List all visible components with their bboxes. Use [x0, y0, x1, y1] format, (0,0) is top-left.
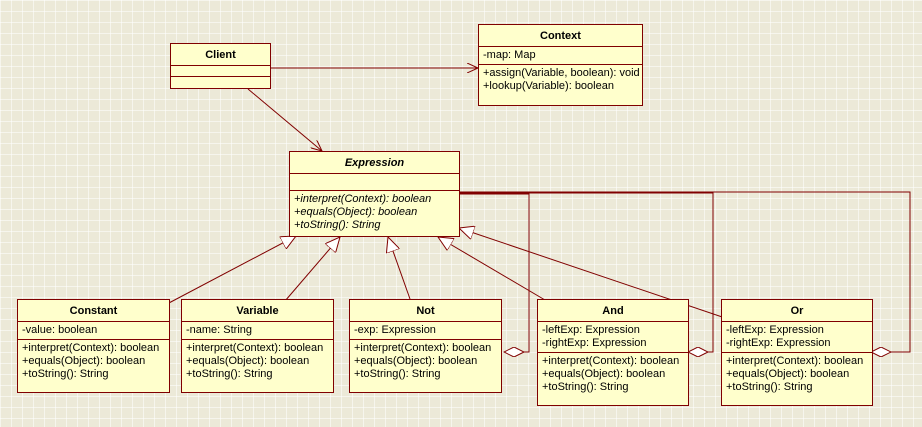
operation: +equals(Object): boolean [186, 355, 310, 367]
operation: +interpret(Context): boolean [726, 355, 864, 367]
operations-section: +interpret(Context): boolean +equals(Obj… [290, 191, 459, 234]
class-or[interactable]: Or -leftExp: Expression -rightExp: Expre… [721, 299, 873, 406]
class-expression[interactable]: Expression +interpret(Context): boolean … [289, 151, 460, 237]
class-name: Context [479, 25, 642, 47]
attribute: -map: Map [483, 49, 536, 61]
attributes-section: -value: boolean [18, 322, 169, 340]
operation: +toString(): String [294, 219, 381, 231]
operation: +toString(): String [186, 368, 273, 380]
generalization-or-expression [459, 228, 738, 323]
attribute: -rightExp: Expression [726, 337, 831, 349]
attribute: -name: String [186, 324, 253, 336]
generalization-not-expression [388, 237, 411, 300]
class-name: Client [171, 44, 270, 66]
operation: +equals(Object): boolean [726, 368, 850, 380]
generalization-variable-expression [284, 237, 340, 302]
operations-section: +interpret(Context): boolean +equals(Obj… [18, 340, 169, 383]
attributes-section [290, 174, 459, 191]
class-client[interactable]: Client [170, 43, 271, 89]
operations-section: +interpret(Context): boolean +equals(Obj… [182, 340, 333, 383]
attribute: -leftExp: Expression [542, 324, 640, 336]
class-name: Not [350, 300, 501, 322]
operation: +toString(): String [354, 368, 441, 380]
operation: +equals(Object): boolean [22, 355, 146, 367]
attribute: -rightExp: Expression [542, 337, 647, 349]
attributes-section [171, 66, 270, 77]
generalization-and-expression [438, 237, 546, 301]
attributes-section: -name: String [182, 322, 333, 340]
class-name: Or [722, 300, 872, 322]
operation: +toString(): String [726, 381, 813, 393]
class-context[interactable]: Context -map: Map +assign(Variable, bool… [478, 24, 643, 106]
operation: +interpret(Context): boolean [294, 193, 432, 205]
operation: +interpret(Context): boolean [186, 342, 324, 354]
class-name: Variable [182, 300, 333, 322]
operations-section [171, 77, 270, 87]
operation: +equals(Object): boolean [294, 206, 418, 218]
operation: +interpret(Context): boolean [354, 342, 492, 354]
aggregation-or-expression [459, 191, 911, 352]
aggregation-not-expression [459, 193, 530, 352]
class-name: And [538, 300, 688, 322]
operation: +interpret(Context): boolean [542, 355, 680, 367]
class-constant[interactable]: Constant -value: boolean +interpret(Cont… [17, 299, 170, 393]
operation: +toString(): String [22, 368, 109, 380]
operation: +interpret(Context): boolean [22, 342, 160, 354]
class-not[interactable]: Not -exp: Expression +interpret(Context)… [349, 299, 502, 393]
operations-section: +assign(Variable, boolean): void +lookup… [479, 65, 642, 95]
class-name: Expression [290, 152, 459, 174]
operation: +toString(): String [542, 381, 629, 393]
generalization-constant-expression [166, 236, 296, 305]
operations-section: +interpret(Context): boolean +equals(Obj… [538, 353, 688, 396]
operation: +lookup(Variable): boolean [483, 80, 614, 92]
attributes-section: -map: Map [479, 47, 642, 65]
operation: +assign(Variable, boolean): void [483, 67, 640, 79]
operation: +equals(Object): boolean [354, 355, 478, 367]
attributes-section: -leftExp: Expression -rightExp: Expressi… [722, 322, 872, 353]
operation: +equals(Object): boolean [542, 368, 666, 380]
attribute: -exp: Expression [354, 324, 436, 336]
class-and[interactable]: And -leftExp: Expression -rightExp: Expr… [537, 299, 689, 406]
aggregation-and-expression [459, 192, 714, 352]
attributes-section: -leftExp: Expression -rightExp: Expressi… [538, 322, 688, 353]
class-variable[interactable]: Variable -name: String +interpret(Contex… [181, 299, 334, 393]
class-name: Constant [18, 300, 169, 322]
operations-section: +interpret(Context): boolean +equals(Obj… [722, 353, 872, 396]
operations-section: +interpret(Context): boolean +equals(Obj… [350, 340, 501, 383]
attribute: -leftExp: Expression [726, 324, 824, 336]
association-client-expression [247, 88, 322, 151]
attributes-section: -exp: Expression [350, 322, 501, 340]
attribute: -value: boolean [22, 324, 98, 336]
